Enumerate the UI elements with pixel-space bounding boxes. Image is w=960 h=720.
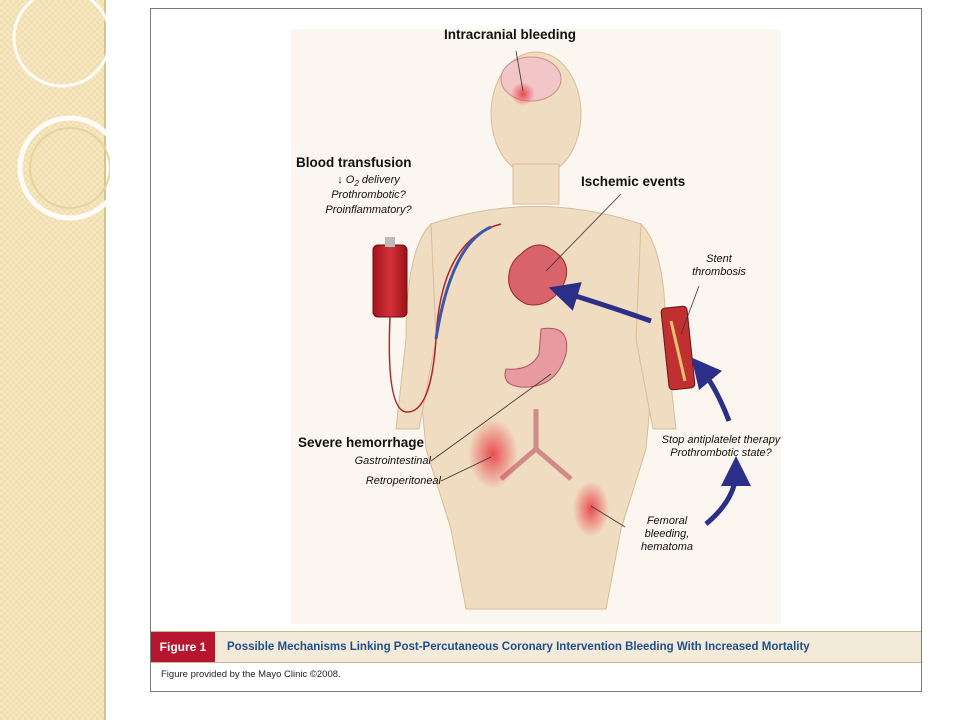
label-stent: Stent [706, 253, 732, 265]
figure-panel: Intracranial bleeding Blood transfusion … [150, 8, 922, 692]
leader-lines [430, 50, 700, 528]
intracranial-bleed-spot [511, 82, 535, 106]
figure-credit: Figure provided by the Mayo Clinic ©2008… [161, 669, 341, 680]
stent-mesh [669, 320, 687, 382]
label-o2-delivery: ↓ O2 delivery [337, 174, 400, 189]
arrow-to-stent [691, 357, 732, 422]
label-thrombosis: thrombosis [692, 266, 746, 278]
label-retroperitoneal: Retroperitoneal [365, 475, 441, 487]
label-severe-hemorrhage: Severe hemorrhage [298, 435, 425, 450]
arrow-to-stop-therapy [704, 456, 751, 526]
label-prothrombotic-state: Prothrombotic state? [670, 447, 772, 459]
label-intracranial-bleeding: Intracranial bleeding [444, 27, 577, 42]
stomach-icon [504, 327, 568, 388]
arm-vein [434, 225, 492, 340]
transfusion-tube [388, 223, 502, 413]
femoral-bleed-spot [573, 481, 609, 537]
blood-bag-icon [372, 244, 408, 318]
figure-tag: Figure 1 [151, 632, 215, 662]
label-proinflammatory: Proinflammatory? [325, 204, 412, 216]
retroperitoneal-bleed-spot [468, 419, 518, 489]
label-blood-transfusion: Blood transfusion [296, 155, 412, 170]
arrow-to-heart [548, 282, 652, 324]
label-hematoma: hematoma [641, 541, 693, 553]
label-ischemic-events: Ischemic events [581, 174, 686, 189]
slide-side-rule [104, 0, 106, 720]
figure-caption-bar: Figure 1 Possible Mechanisms Linking Pos… [151, 631, 921, 663]
label-bleeding: bleeding, [644, 528, 690, 540]
label-femoral: Femoral [646, 515, 688, 527]
anatomy-illustration [291, 29, 781, 624]
label-stop-antiplatelet: Stop antiplatelet therapy [661, 434, 781, 446]
figure-title: Possible Mechanisms Linking Post-Percuta… [227, 641, 810, 653]
label-gastrointestinal: Gastrointestinal [354, 455, 431, 467]
blood-bag-cap [385, 237, 395, 247]
label-prothrombotic: Prothrombotic? [331, 189, 406, 201]
decorative-rings [12, 0, 110, 221]
